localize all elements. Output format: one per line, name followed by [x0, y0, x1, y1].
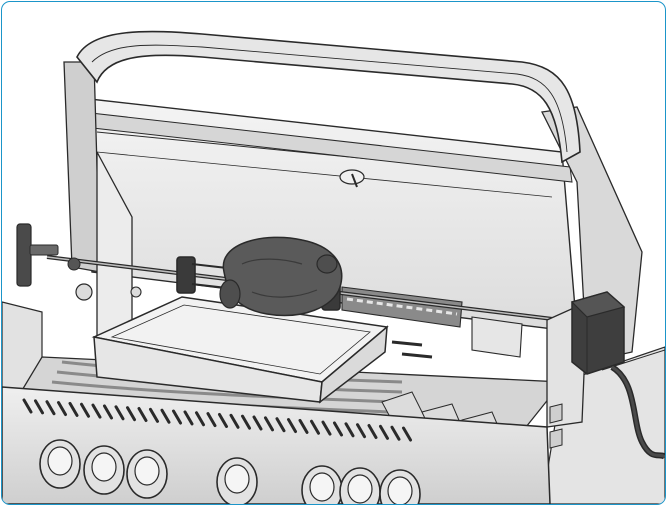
firebox-left-wall [75, 151, 142, 349]
vent-slot [183, 410, 194, 426]
vent-slot [275, 417, 286, 433]
spit-handle[interactable] [16, 223, 81, 287]
vent-slot [264, 416, 274, 432]
vent-slot [333, 421, 343, 437]
vent-slot [126, 406, 136, 422]
vent-slot [137, 407, 148, 422]
vent-slot [34, 399, 44, 415]
vent-slot [379, 424, 389, 440]
lid-handle[interactable] [76, 30, 581, 164]
rotisserie-bracket-icon [75, 283, 93, 301]
control-knob-icon[interactable] [216, 457, 258, 504]
vent-slot [91, 403, 102, 419]
rotisserie-motor[interactable] [570, 291, 665, 460]
control-knob-icon[interactable] [339, 467, 381, 504]
vent-slot [22, 398, 33, 414]
vent-slot [160, 408, 171, 424]
vent-slot [68, 401, 79, 417]
vent-slot [172, 409, 182, 425]
vent-slot [390, 425, 401, 441]
vent-slot [103, 404, 113, 420]
control-knobs [39, 439, 421, 504]
control-knob-icon[interactable] [301, 465, 343, 504]
control-knob-icon[interactable] [379, 469, 421, 504]
control-knob-icon[interactable] [126, 449, 168, 499]
vent-slot [252, 415, 263, 431]
vent-slot [367, 424, 378, 439]
vent-slot [344, 422, 355, 438]
vent-slot [402, 426, 412, 442]
chicken [219, 236, 343, 317]
grill-lid [63, 61, 643, 363]
vent-slot [114, 405, 125, 421]
drip-pan [91, 296, 389, 404]
vent-slot [218, 412, 228, 428]
lid-thermometer-icon [339, 169, 365, 188]
vent-slot [321, 420, 332, 436]
vent-slot [149, 407, 159, 423]
control-panel [2, 386, 563, 504]
vent-slot [45, 400, 56, 416]
control-knob-icon[interactable] [83, 445, 125, 495]
control-knob-icon[interactable] [39, 439, 81, 489]
vent-slot [80, 402, 90, 418]
vent-slots [22, 398, 412, 442]
vent-slot [229, 413, 240, 429]
vent-slot [241, 414, 251, 430]
vent-slot [298, 418, 309, 434]
vent-slot [356, 423, 366, 439]
vent-slot [57, 401, 67, 417]
vent-slot [287, 418, 297, 434]
vent-slot [310, 419, 320, 435]
vent-slot [195, 411, 205, 427]
vent-slot [206, 412, 217, 428]
